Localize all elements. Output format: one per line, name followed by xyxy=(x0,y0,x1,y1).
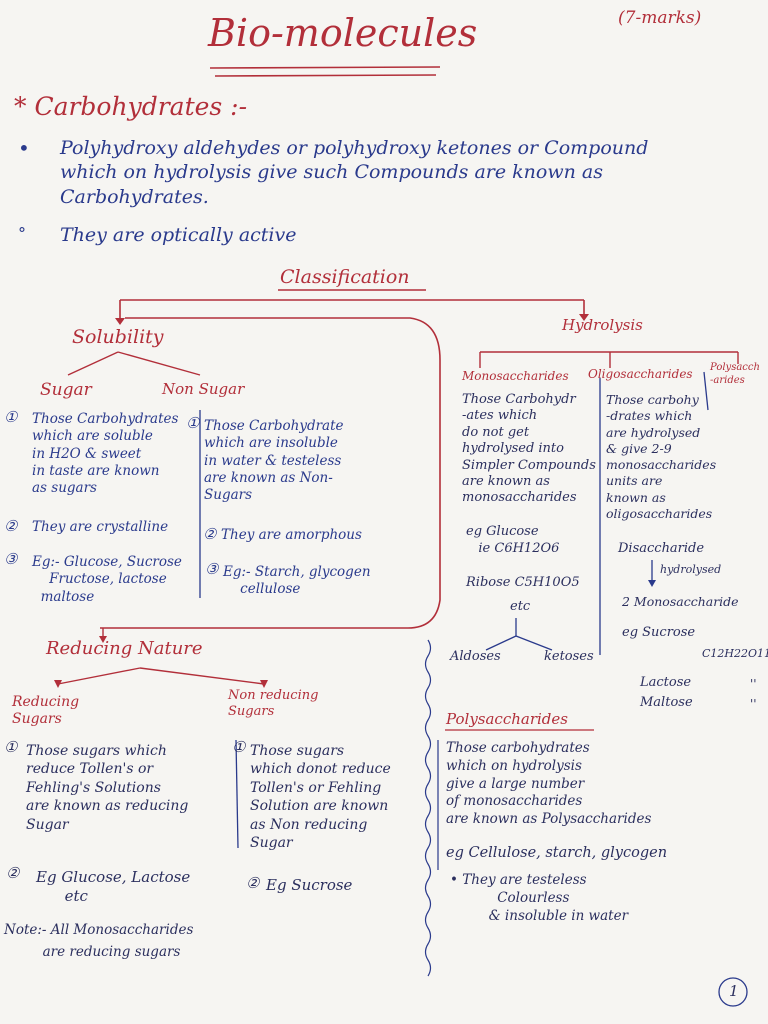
reducing-point-2: Eg Glucose, Lactose etc xyxy=(36,868,191,906)
sugar-label: Sugar xyxy=(40,380,92,400)
ribose-formula: Ribose C5H10O5 xyxy=(466,575,580,590)
polysaccharide-examples: eg Cellulose, starch, glycogen xyxy=(446,845,668,861)
monosaccharides-label: Monosaccharides xyxy=(462,369,569,383)
number-1-icon: ① xyxy=(4,738,18,756)
polysaccharide-properties: • They are testeless Colourless & insolu… xyxy=(450,872,629,924)
oligosaccharides-label: Oligosaccharides xyxy=(588,367,693,381)
number-1-icon: ① xyxy=(4,408,18,426)
non-sugar-point-1: Those Carbohydrate which are insoluble i… xyxy=(204,418,344,504)
bullet-dot: • xyxy=(18,136,30,160)
reducing-sugars-label: Reducing Sugars xyxy=(12,694,80,727)
optically-active-text: They are optically active xyxy=(60,224,297,246)
carbohydrates-definition: Polyhydroxy aldehydes or polyhydroxy ket… xyxy=(60,137,649,208)
reducing-point-1: Those sugars which reduce Tollen's or Fe… xyxy=(26,743,189,833)
page-title: Bio-molecules xyxy=(208,11,478,55)
hydrolysis-label: Hydrolysis xyxy=(562,316,643,334)
sugar-point-1: Those Carbohydrates which are soluble in… xyxy=(32,411,179,497)
non-reducing-point-2: Eg Sucrose xyxy=(266,876,353,894)
non-reducing-sugars-label: Non reducing Sugars xyxy=(228,688,319,719)
polysaccharides-short-label: Polysacch -arides xyxy=(710,362,760,386)
number-2-icon: ② xyxy=(6,864,20,882)
oligosaccharide-definition: Those carbohy -drates which are hydrolys… xyxy=(606,392,717,521)
reducing-nature-heading: Reducing Nature xyxy=(46,638,203,659)
non-sugar-point-3: Eg:- Starch, glycogen cellulose xyxy=(223,564,371,598)
non-sugar-label: Non Sugar xyxy=(162,380,245,398)
classification-heading: Classification xyxy=(280,266,410,288)
monosaccharide-note: Note:- All Monosaccharides are reducing … xyxy=(4,922,194,960)
marks-label: (7-marks) xyxy=(618,8,702,28)
non-reducing-point-1: Those sugars which donot reduce Tollen's… xyxy=(250,743,391,852)
number-1-icon: ① xyxy=(232,738,246,756)
number-2-icon: ② xyxy=(246,874,260,892)
sucrose-formula: C12H22O11 xyxy=(702,647,768,660)
polysaccharides-heading: Polysaccharides xyxy=(446,710,568,728)
number-3-icon: ③ xyxy=(205,560,219,578)
sucrose-example: eg Sucrose xyxy=(622,625,696,640)
ditto-mark: '' xyxy=(750,697,757,711)
monosaccharide-definition: Those Carbohydr -ates which do not get h… xyxy=(462,392,596,506)
polysaccharide-definition: Those carbohydrates which on hydrolysis … xyxy=(446,740,652,828)
non-sugar-point-2: They are amorphous xyxy=(221,527,362,543)
sugar-point-2: They are crystalline xyxy=(32,519,169,535)
number-3-icon: ③ xyxy=(4,550,18,568)
page-number: 1 xyxy=(729,982,739,1000)
bullet-dot: ° xyxy=(18,224,26,243)
ditto-mark: '' xyxy=(750,677,757,691)
hydrolysed-label: hydrolysed xyxy=(660,563,722,576)
sugar-point-3: Eg:- Glucose, Sucrose Fructose, lactose … xyxy=(32,554,182,605)
lactose-label: Lactose xyxy=(640,675,692,690)
disaccharide-label: Disaccharide xyxy=(618,541,705,556)
etc-text: etc xyxy=(510,599,531,614)
aldoses-label: Aldoses xyxy=(450,649,501,664)
number-2-icon: ② xyxy=(4,517,18,535)
two-monosaccharide-text: 2 Monosaccharide xyxy=(622,594,739,609)
monosaccharide-example: eg Glucose ie C6H12O6 xyxy=(466,524,560,556)
maltose-label: Maltose xyxy=(640,695,693,710)
number-1-icon: ① xyxy=(186,414,200,432)
carbohydrates-heading: * Carbohydrates :- xyxy=(14,92,248,121)
number-2-icon: ② xyxy=(203,525,217,543)
ketoses-label: ketoses xyxy=(544,649,594,664)
solubility-label: Solubility xyxy=(72,326,164,348)
